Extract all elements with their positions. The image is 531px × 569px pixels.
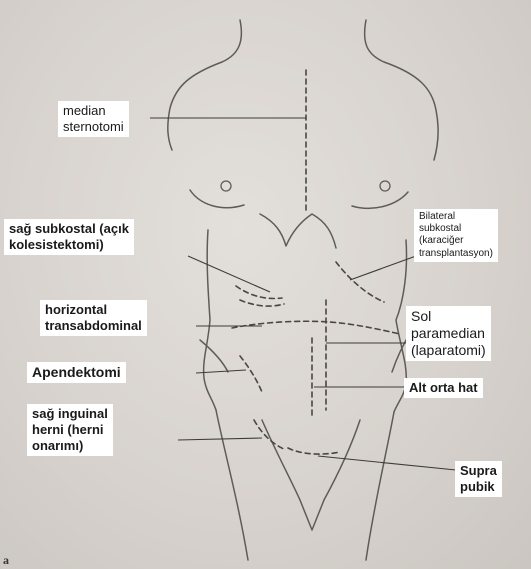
- label-median-sternotomy: median sternotomi: [58, 101, 129, 137]
- label-left-paramedian: Sol paramedian (laparatomi): [406, 306, 491, 361]
- leader-right-subcostal: [188, 256, 270, 292]
- label-lower-midline: Alt orta hat: [404, 378, 483, 398]
- inguinal-incision: [254, 420, 286, 450]
- right-nipple: [380, 181, 390, 191]
- label-appendectomy: Apendektomi: [27, 362, 126, 383]
- appendectomy-incision: [240, 356, 262, 392]
- neck-left-outline: [222, 20, 241, 62]
- right-subcostal-incision-2: [240, 300, 284, 306]
- label-right-subcostal: sağ subkostal (açık kolesistektomi): [4, 219, 134, 255]
- crotch-outline: [300, 500, 324, 530]
- leader-inguinal: [178, 438, 262, 440]
- left-shoulder-outline: [168, 62, 222, 150]
- right-breast-outline: [352, 192, 408, 208]
- costal-margin: [260, 214, 336, 248]
- label-right-inguinal: sağ inguinal herni (herni onarımı): [27, 404, 113, 456]
- leader-suprapubic: [318, 456, 456, 470]
- pfannenstiel-incision: [288, 448, 340, 454]
- label-bilateral-subcostal: Bilateral subkostal (karaciğer transplan…: [414, 209, 498, 262]
- bilateral-subcostal-incision: [336, 262, 384, 302]
- left-thigh-outline: [216, 410, 248, 560]
- transabdominal-incision: [232, 321, 400, 334]
- left-nipple: [221, 181, 231, 191]
- left-flank-outline: [204, 230, 216, 410]
- right-subcostal-incision: [236, 286, 282, 299]
- right-shoulder-outline: [384, 62, 438, 160]
- right-thigh-outline: [366, 412, 394, 560]
- label-horizontal-transabdominal: horizontal transabdominal: [40, 300, 147, 336]
- groin-left: [262, 420, 300, 500]
- left-breast-outline: [190, 190, 244, 208]
- label-suprapubic: Supra pubik: [455, 461, 502, 497]
- neck-right-outline: [365, 20, 384, 62]
- figure-letter: a: [3, 553, 9, 568]
